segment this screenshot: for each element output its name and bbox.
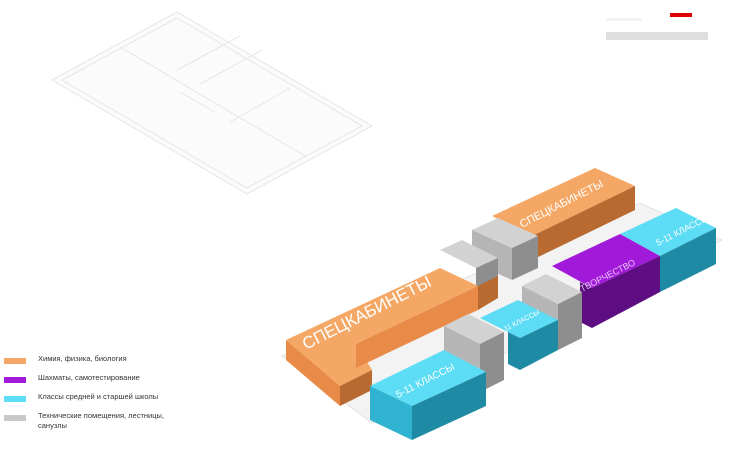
legend-item: Химия, физика, биология — [4, 354, 204, 367]
legend-label: Шахматы, самотестирование — [38, 373, 140, 382]
legend-swatch — [4, 396, 26, 402]
site-plan-outline — [50, 11, 374, 195]
legend-swatch — [4, 358, 26, 364]
legend-label: Классы средней и старшей школы — [38, 392, 159, 401]
legend: Химия, физика, биология Шахматы, самотес… — [4, 354, 204, 443]
classes-mid-block: 5-11 КЛАССЫ — [480, 300, 558, 370]
legend-label: Химия, физика, биология — [38, 354, 127, 363]
classes-back-block: 5-11 КЛАССЫ — [620, 208, 716, 292]
legend-swatch — [4, 377, 26, 383]
legend-swatch — [4, 415, 26, 421]
creativity-block: ТВОРЧЕСТВО — [552, 234, 660, 328]
legend-item: Классы средней и старшей школы — [4, 392, 204, 405]
classes-front-block: 5-11 КЛАССЫ — [370, 350, 486, 440]
scale-bar — [606, 13, 708, 40]
north-marker — [670, 13, 692, 17]
legend-item: Технические помещения, лестницы, санузлы — [4, 411, 204, 437]
legend-item: Шахматы, самотестирование — [4, 373, 204, 386]
legend-label: Технические помещения, лестницы, санузлы — [38, 411, 165, 430]
